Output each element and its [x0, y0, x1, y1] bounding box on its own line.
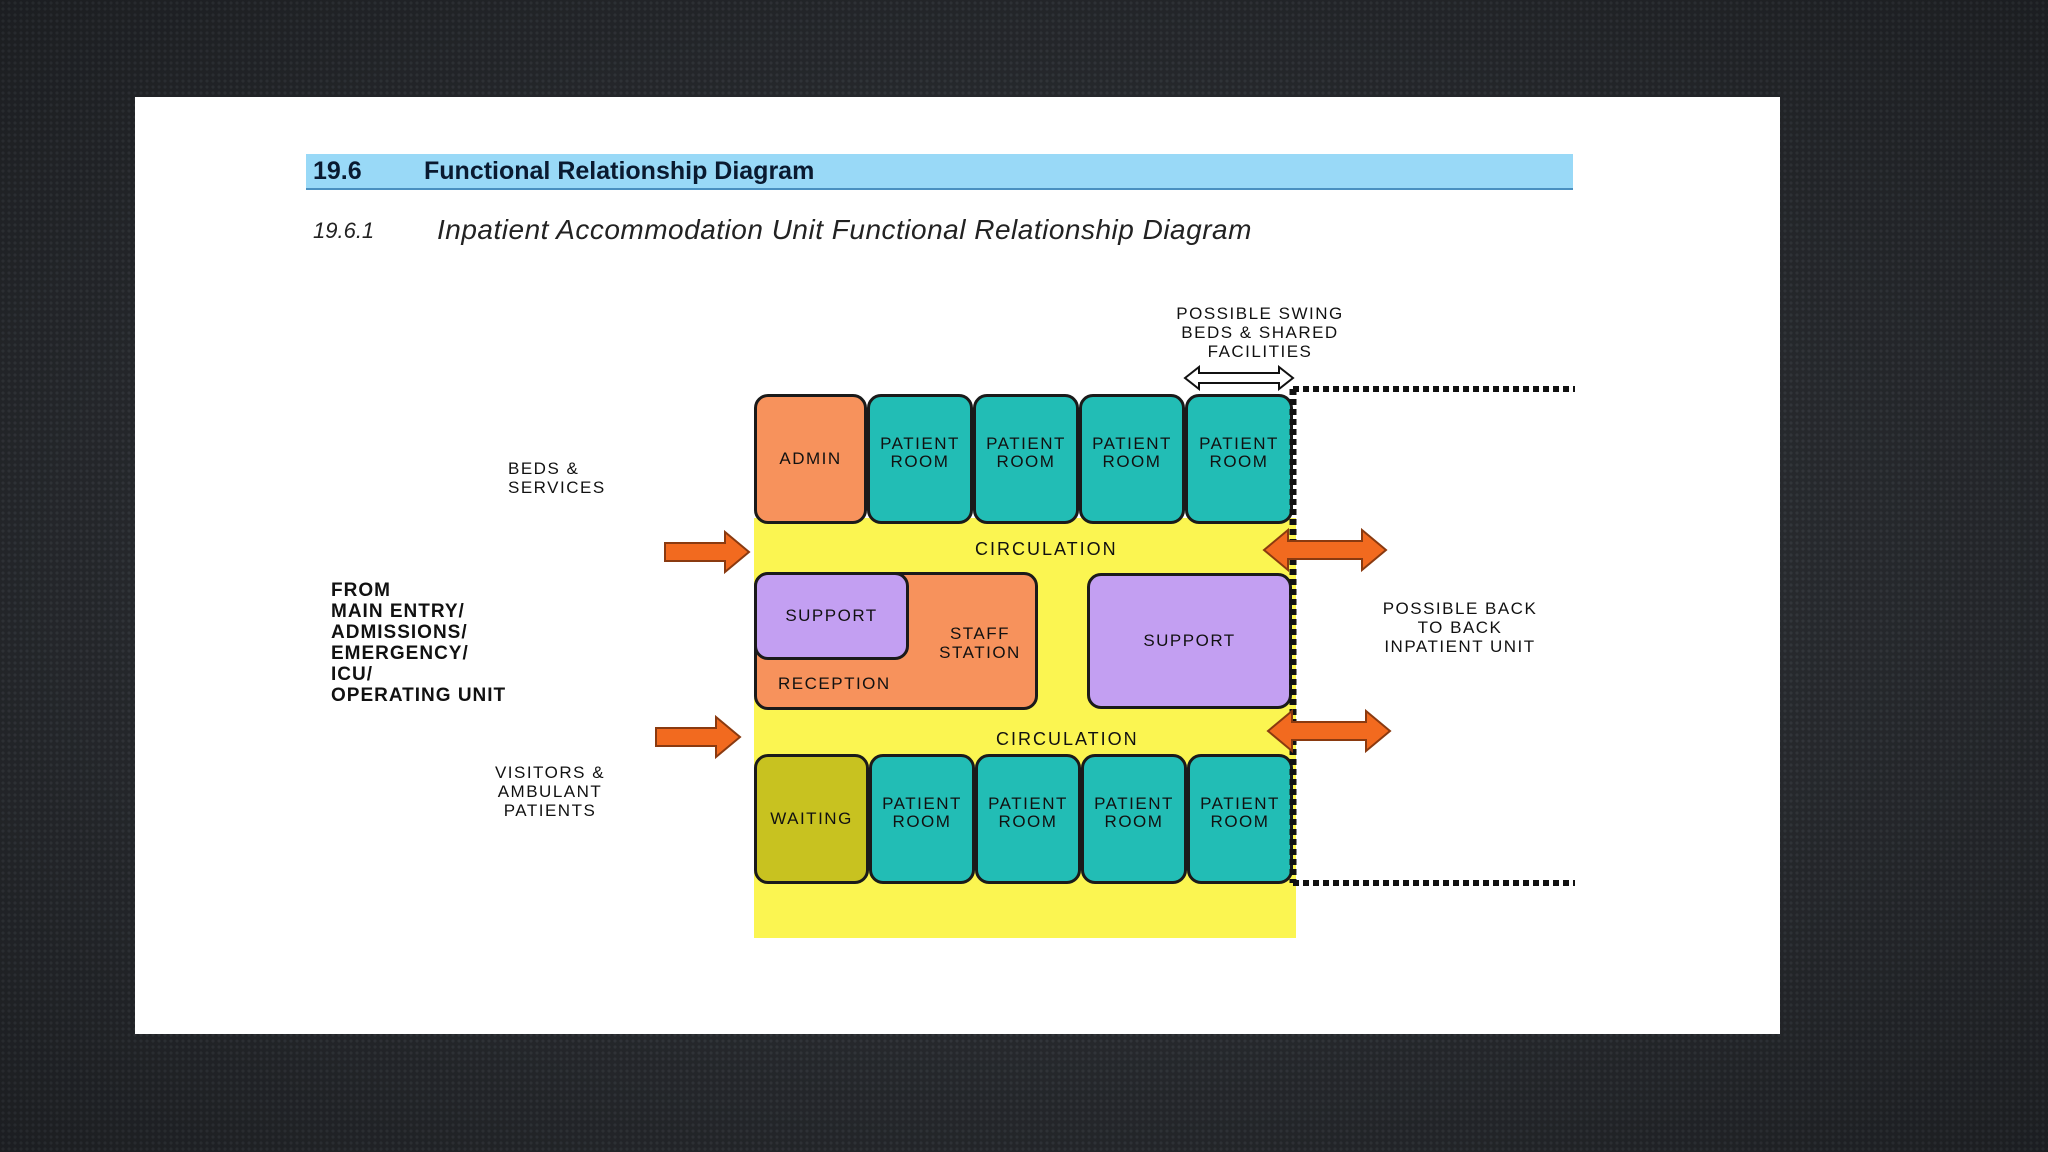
patient-room-label: ROOM: [1102, 452, 1162, 471]
beds-services-label: BEDS & SERVICES: [508, 459, 606, 497]
patient-room-label: PATIENT: [988, 794, 1068, 813]
subsection-title: Inpatient Accommodation Unit Functional …: [437, 214, 1252, 245]
back-to-back-line: TO BACK: [1417, 618, 1503, 637]
patient-room-label: ROOM: [1209, 452, 1269, 471]
section-heading-bar: 19.6 Functional Relationship Diagram: [306, 154, 1573, 190]
patient-room-label: ROOM: [998, 812, 1058, 831]
back-to-back-arrow-top-icon: [1262, 527, 1388, 573]
beds-services-line: BEDS &: [508, 459, 580, 478]
patient-room-label: ROOM: [890, 452, 950, 471]
support-right-box: SUPPORT: [1087, 573, 1292, 709]
staff-station-line: STAFF: [949, 624, 1011, 643]
from-line: FROM: [331, 580, 391, 601]
back-to-back-line: INPATIENT UNIT: [1384, 637, 1536, 656]
admin-box: ADMIN: [754, 394, 867, 524]
slide: 19.6 Functional Relationship Diagram 19.…: [135, 97, 1780, 1034]
patient-room-label: PATIENT: [880, 434, 960, 453]
visitors-line: AMBULANT: [497, 782, 603, 801]
patient-room-label: PATIENT: [1199, 434, 1279, 453]
swing-beds-line: POSSIBLE SWING: [1176, 304, 1344, 323]
waiting-box: WAITING: [754, 754, 869, 884]
patient-room-label: PATIENT: [882, 794, 962, 813]
patient-room-label: PATIENT: [1092, 434, 1172, 453]
beds-services-line: SERVICES: [508, 478, 606, 497]
patient-room-label: ROOM: [892, 812, 952, 831]
patient-room-label: PATIENT: [986, 434, 1066, 453]
from-line: ICU/: [331, 664, 373, 685]
circulation-bottom-label: CIRCULATION: [996, 729, 1139, 749]
support-right-label: SUPPORT: [1143, 631, 1236, 650]
admin-label: ADMIN: [779, 449, 842, 468]
patient-room-label: ROOM: [996, 452, 1056, 471]
support-left-box: SUPPORT: [754, 572, 909, 660]
section-number: 19.6: [313, 157, 362, 185]
back-to-back-arrow-bottom-icon: [1266, 708, 1392, 754]
patient-room-label: PATIENT: [1094, 794, 1174, 813]
from-line: OPERATING UNIT: [331, 685, 507, 706]
patient-room-label: ROOM: [1104, 812, 1164, 831]
swing-beds-line: FACILITIES: [1207, 342, 1313, 361]
staff-station-line: STATION: [939, 643, 1021, 662]
swing-beds-line: BEDS & SHARED: [1181, 323, 1339, 342]
patient-room-label: PATIENT: [1200, 794, 1280, 813]
from-entry-label: FROM MAIN ENTRY/ ADMISSIONS/ EMERGENCY/ …: [331, 580, 506, 706]
subsection-number: 19.6.1: [313, 218, 375, 243]
visitors-label: VISITORS & AMBULANT PATIENTS: [485, 763, 615, 820]
circulation-top-label: CIRCULATION: [975, 539, 1118, 559]
visitors-line: PATIENTS: [503, 801, 597, 820]
swing-beds-label: POSSIBLE SWING BEDS & SHARED FACILITIES: [1145, 304, 1375, 361]
visitors-line: VISITORS &: [494, 763, 606, 782]
patient-room-label: ROOM: [1210, 812, 1270, 831]
entry-arrow-top-icon: [664, 529, 751, 575]
section-title: Functional Relationship Diagram: [424, 157, 815, 185]
from-line: MAIN ENTRY/: [331, 601, 465, 622]
back-to-back-label: POSSIBLE BACK TO BACK INPATIENT UNIT: [1360, 599, 1560, 656]
waiting-label: WAITING: [770, 809, 853, 828]
from-line: EMERGENCY/: [331, 643, 469, 664]
from-line: ADMISSIONS/: [331, 622, 468, 643]
swing-double-arrow-icon: [1183, 365, 1295, 391]
back-to-back-line: POSSIBLE BACK: [1382, 599, 1538, 618]
reception-label: RECEPTION: [778, 674, 891, 693]
unit-boundary-dashed-lines: [1289, 386, 1575, 886]
support-left-label: SUPPORT: [785, 606, 878, 625]
entry-arrow-bottom-icon: [655, 714, 742, 760]
staff-station-label: STAFF STATION: [925, 624, 1035, 662]
